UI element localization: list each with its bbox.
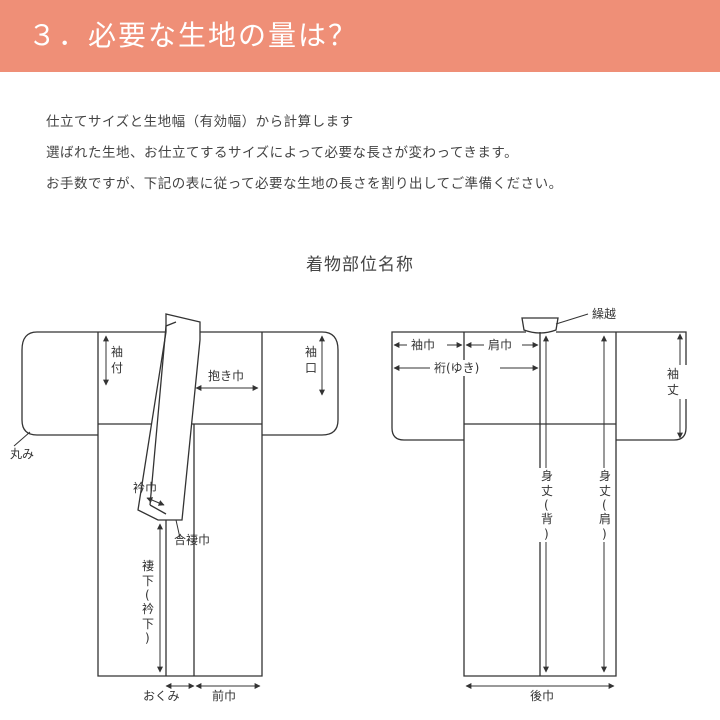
label-sode-tsuke-2: 付 [111, 361, 123, 375]
label-tsuma-shita-1: 褄 [142, 558, 154, 573]
label-sode-guchi-2: 口 [305, 361, 317, 375]
header-banner: ３．必要な生地の量は？ [0, 0, 720, 72]
label-mitake-kata-4: 肩 [599, 511, 611, 526]
back-kimono [391, 317, 687, 677]
back-right-sleeve [616, 331, 687, 441]
label-kata-haba: 肩巾 [488, 337, 512, 352]
label-tsuma-shita-3: ( [145, 588, 150, 602]
leader-ai-tsuma [175, 519, 181, 539]
diagram-title: 着物部位名称 [306, 255, 414, 275]
label-tsuma-shita-2: 下 [142, 574, 154, 588]
arrow-eri-haba [146, 497, 165, 506]
label-okumi: おくみ [143, 689, 179, 703]
intro-line-3: お手数ですが、下記の表に従って必要な生地の長さを割り出してご準備ください。 [46, 176, 563, 192]
front-kimono [21, 313, 339, 677]
label-yuki: 裄(ゆき) [434, 361, 479, 375]
label-mitake-se-3: ( [544, 498, 549, 512]
front-left-sleeve [21, 331, 98, 436]
label-mae-haba: 前巾 [212, 688, 236, 703]
section-title: ３．必要な生地の量は？ [28, 19, 359, 52]
label-sode-guchi-1: 袖 [305, 344, 317, 359]
label-sode-tsuke-1: 袖 [111, 344, 123, 359]
label-mitake-se-1: 身 [541, 468, 553, 483]
label-eri-haba: 衿巾 [133, 480, 157, 495]
label-mitake-se-5: ) [544, 527, 549, 541]
back-collar [521, 317, 559, 334]
label-daki-haba: 抱き巾 [208, 368, 244, 383]
label-mitake-kata-2: 丈 [599, 484, 611, 498]
label-sode-haba: 袖巾 [411, 337, 435, 352]
front-right-sleeve [262, 331, 339, 436]
leader-kurikoshi [555, 313, 589, 325]
intro-line-2: 選ばれた生地、お仕立てするサイズによって必要な長さが変わってきます。 [46, 145, 519, 161]
label-kurikoshi: 繰越 [592, 307, 616, 321]
label-sode-take-2: 丈 [667, 383, 679, 397]
kimono-diagram: 袖 付 袖 口 抱き巾 丸み 衿巾 合褄巾 褄 下 ( 衿 下 ) おくみ 前巾 [10, 307, 694, 703]
label-ai-tsuma-haba: 合褄巾 [174, 532, 210, 547]
front-body [97, 332, 263, 677]
label-mitake-kata-1: 身 [599, 468, 611, 483]
label-ushiro-haba: 後巾 [530, 689, 554, 703]
label-mitake-se-4: 背 [541, 512, 553, 526]
label-tsuma-shita-5: 下 [142, 617, 154, 631]
label-mitake-kata-3: ( [602, 498, 607, 512]
label-mitake-se-2: 丈 [541, 484, 553, 498]
label-sode-take-1: 袖 [667, 366, 679, 381]
label-maru-mi: 丸み [10, 447, 34, 461]
intro-line-1: 仕立てサイズと生地幅（有効幅）から計算します [46, 114, 354, 130]
label-tsuma-shita-4: 衿 [142, 601, 154, 616]
label-tsuma-shita-6: ) [145, 631, 150, 645]
label-mitake-kata-5: ) [602, 527, 607, 541]
back-left-sleeve [391, 331, 464, 441]
